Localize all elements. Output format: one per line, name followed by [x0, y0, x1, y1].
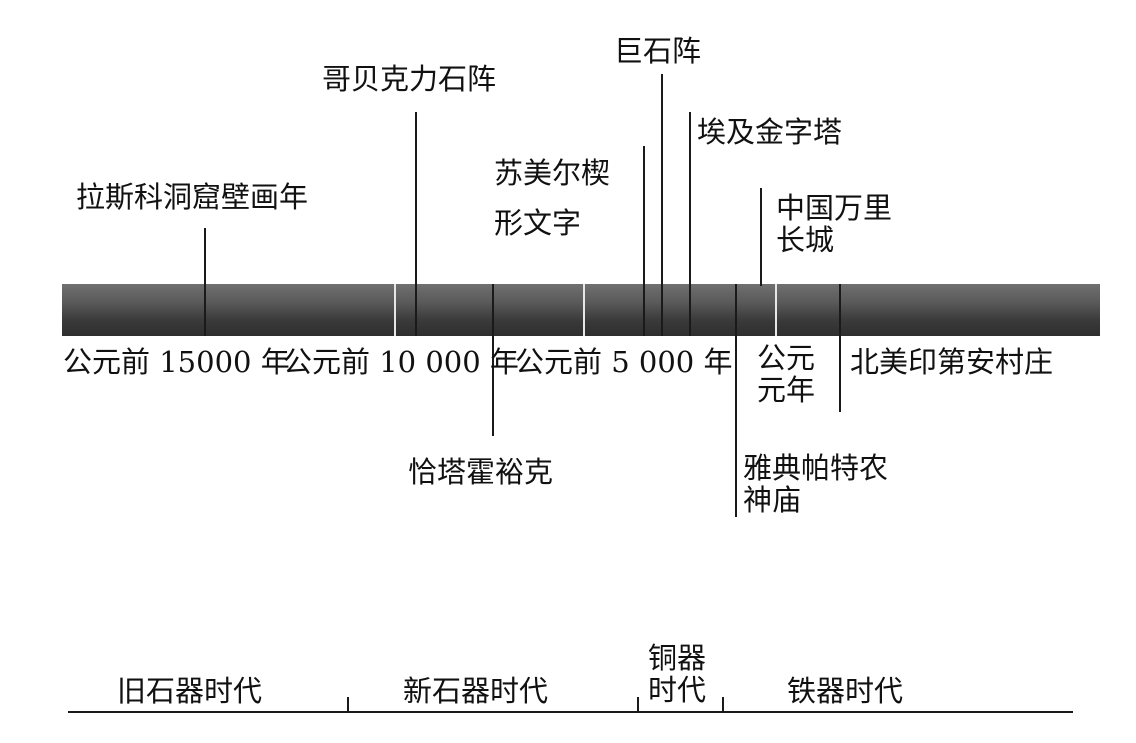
era-label-iron: 铁器时代: [787, 674, 904, 708]
timeline-band: [62, 284, 1100, 336]
event-label-lascaux: 拉斯科洞窟壁画年: [76, 180, 309, 214]
event-label-greatwall: 中国万里 长城: [776, 191, 893, 257]
axis-label-5000bc: 公元前 5 000 年: [515, 345, 733, 379]
event-label-gobekli: 哥贝克力石阵: [322, 62, 497, 96]
event-label-catalhoyuk: 恰塔霍裕克: [408, 455, 554, 489]
connector-parthenon: [735, 284, 737, 517]
band-divider-10000bc: [394, 284, 396, 336]
era-baseline: [68, 711, 1073, 713]
era-label-bronze: 铜器 时代: [648, 641, 707, 707]
connector-pyramids: [689, 112, 691, 336]
connector-greatwall: [760, 188, 762, 286]
connector-stonehenge: [661, 74, 663, 336]
event-label-na-village: 北美印第安村庄: [850, 345, 1054, 379]
event-label-stonehenge: 巨石阵: [614, 34, 702, 68]
era-tick-bronze-start: [637, 697, 639, 712]
band-divider-5000bc: [583, 284, 585, 336]
event-label-parthenon: 雅典帕特农 神庙: [743, 451, 889, 517]
era-tick-neolithic-start: [347, 697, 349, 712]
event-label-sumer: 苏美尔楔 形文字: [494, 156, 611, 240]
era-tick-iron-start: [722, 697, 724, 712]
connector-lascaux: [204, 228, 206, 336]
band-divider-ad1: [775, 284, 777, 336]
axis-label-15000bc: 公元前 15000 年: [63, 345, 290, 379]
era-label-paleolithic: 旧石器时代: [117, 674, 263, 708]
connector-sumer: [643, 146, 645, 336]
axis-label-10000bc: 公元前 10 000 年: [283, 345, 519, 379]
connector-na-village: [839, 284, 841, 412]
connector-gobekli: [415, 112, 417, 336]
connector-catalhoyuk: [492, 284, 494, 436]
era-label-neolithic: 新石器时代: [403, 674, 549, 708]
axis-label-ad1: 公元 元年: [757, 341, 816, 407]
event-label-pyramids: 埃及金字塔: [697, 115, 843, 149]
